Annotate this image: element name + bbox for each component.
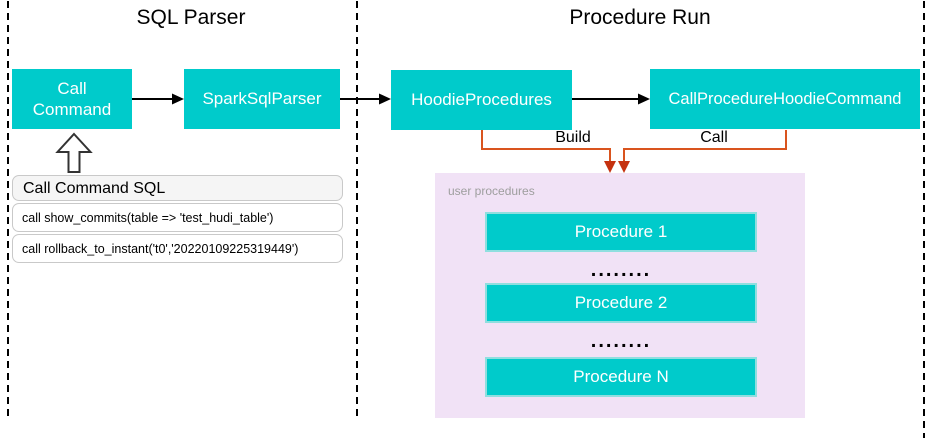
user-procedures-label: user procedures	[448, 184, 535, 198]
sql-panel-header: Call Command SQL	[12, 175, 343, 201]
section-title-sql-parser: SQL Parser	[136, 6, 246, 29]
call-command-node: Call Command	[12, 69, 132, 129]
hollow-arrow-up-icon	[55, 132, 93, 173]
call-command-sql-panel: Call Command SQL call show_commits(table…	[12, 175, 343, 265]
procedure-n-node: Procedure N	[485, 357, 757, 397]
call-procedure-hoodie-command-node: CallProcedureHoodieCommand	[650, 69, 920, 129]
spark-sql-parser-node: SparkSqlParser	[184, 69, 340, 129]
procedure-2-node: Procedure 2	[485, 283, 757, 323]
sql-example-row: call rollback_to_instant('t0','202201092…	[12, 234, 343, 263]
dots-separator: ........	[590, 330, 652, 352]
build-edge-label: Build	[555, 129, 591, 146]
section-title-procedure-run: Procedure Run	[569, 6, 711, 29]
call-edge-label: Call	[700, 129, 728, 146]
arrow-right-icon	[132, 93, 184, 105]
hoodie-procedures-node: HoodieProcedures	[391, 70, 572, 130]
dots-separator: ........	[590, 259, 652, 281]
arrow-right-icon	[340, 93, 391, 105]
sql-example-row: call show_commits(table => 'test_hudi_ta…	[12, 203, 343, 232]
user-procedures-panel: user procedures Procedure 1 ........ Pro…	[435, 173, 805, 418]
arrow-right-icon	[572, 93, 650, 105]
procedure-1-node: Procedure 1	[485, 212, 757, 252]
